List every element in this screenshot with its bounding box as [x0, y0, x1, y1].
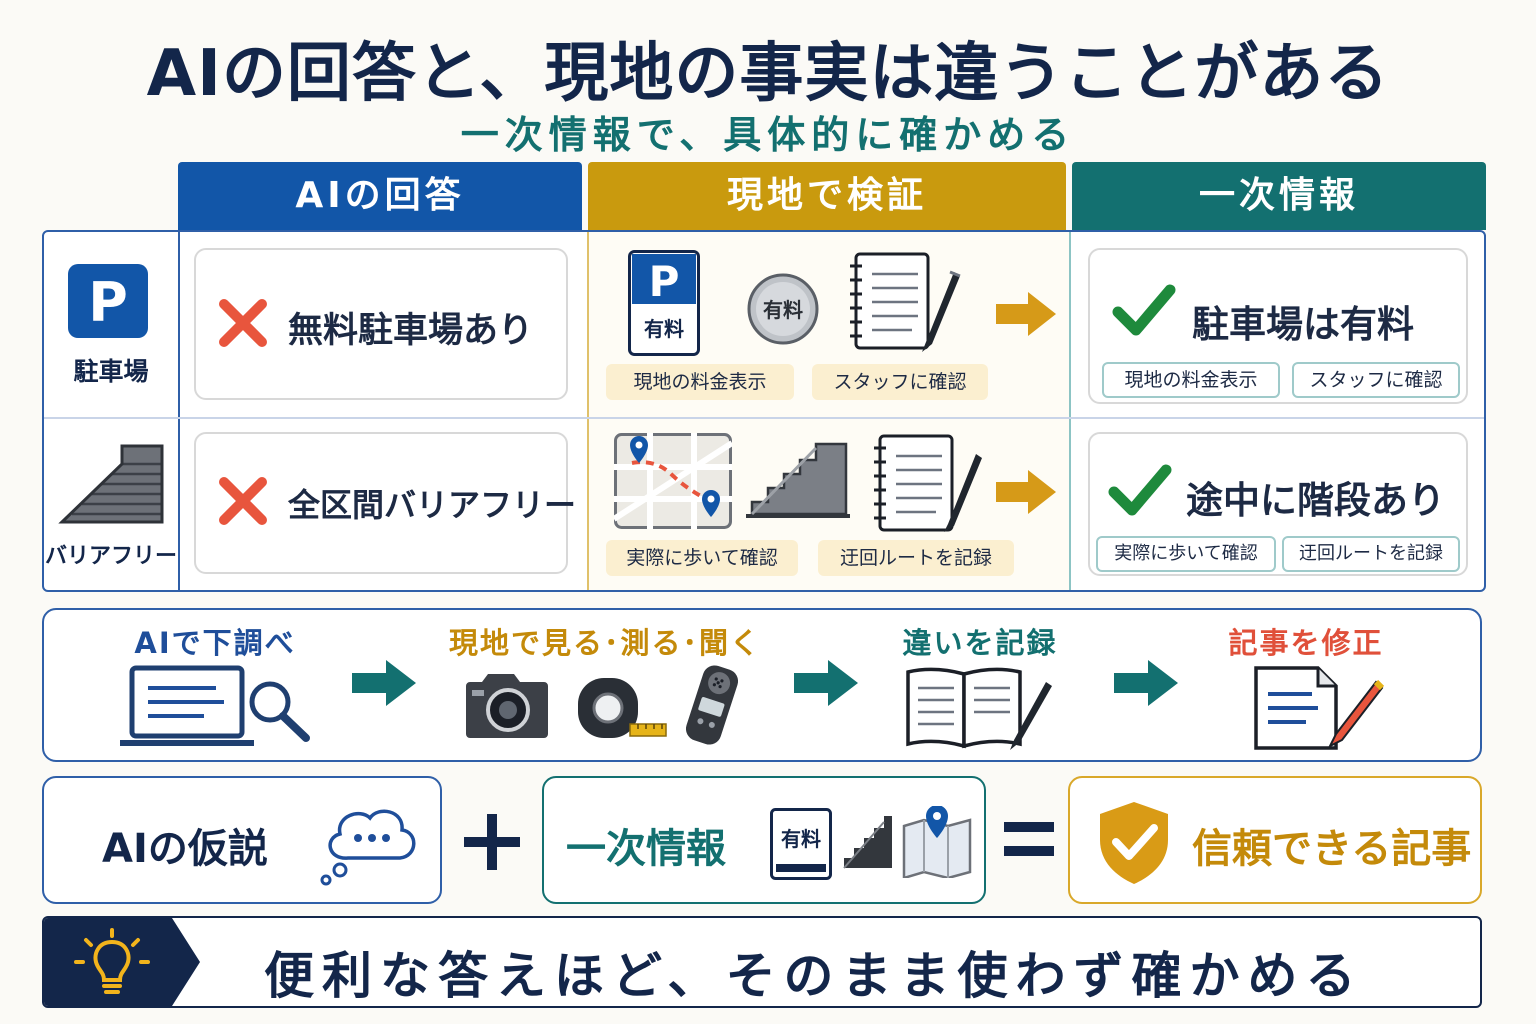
primary-info-text: 一次情報 [566, 826, 726, 872]
arrow-right-icon [352, 660, 416, 706]
fact-card-parking: 駐車場は有料 現地の料金表示 スタッフに確認 [1088, 248, 1468, 404]
fact-chip: 迂回ルートを記録 [1282, 536, 1460, 572]
hypothesis-box: AIの仮説 [42, 776, 442, 904]
arrow-right-icon [1114, 660, 1178, 706]
hypothesis-text: AIの仮説 [102, 826, 268, 872]
shield-check-icon [1096, 800, 1172, 886]
check-icon [1108, 462, 1172, 518]
verify-chip: 現地の料金表示 [606, 364, 794, 400]
stairs-icon [842, 812, 894, 870]
result-text: 信頼できる記事 [1192, 826, 1472, 872]
process-step-label: 記事を修正 [1228, 626, 1384, 660]
result-box: 信頼できる記事 [1068, 776, 1482, 904]
arrow-right-icon [794, 660, 858, 706]
cross-icon [216, 296, 270, 350]
svg-text:有料: 有料 [763, 298, 803, 322]
paid-sign-icon: 有料 [770, 808, 832, 880]
verify-chip: 迂回ルートを記録 [818, 540, 1014, 576]
process-step-label: 違いを記録 [902, 626, 1058, 660]
column-header-ai: AIの回答 [178, 162, 582, 230]
banner-text: 便利な答えほど、そのまま使わず確かめる [264, 947, 1364, 1005]
column-header-primary: 一次情報 [1072, 162, 1486, 230]
tape-measure-icon [576, 674, 668, 744]
row-label-barrier-free: バリアフリー [44, 544, 177, 569]
arrow-right-icon [996, 292, 1056, 336]
verify-chip: スタッフに確認 [812, 364, 988, 400]
svg-text:P: P [88, 271, 128, 334]
svg-text:有料: 有料 [781, 827, 821, 851]
notebook-pen-icon [846, 250, 966, 354]
notebook-pen-icon [870, 432, 988, 534]
map-route-icon [614, 433, 732, 529]
ai-claim-card-barrier-free: 全区間バリアフリー [194, 432, 576, 574]
fact-text: 駐車場は有料 [1192, 303, 1414, 346]
fact-chip: スタッフに確認 [1292, 362, 1460, 398]
thought-bubble-icon [318, 802, 420, 886]
plus-icon [464, 814, 520, 870]
check-icon [1112, 282, 1176, 338]
equals-icon [1002, 818, 1056, 862]
laptop-search-icon [120, 664, 316, 748]
map-pin-icon [902, 806, 972, 878]
ai-claim-text: 無料駐車場あり [288, 311, 534, 351]
fact-card-barrier-free: 途中に階段あり 実際に歩いて確認 迂回ルートを記録 [1088, 432, 1468, 576]
svg-text:P: P [649, 257, 680, 306]
arrow-right-icon [996, 470, 1056, 514]
fact-chip: 現地の料金表示 [1102, 362, 1280, 398]
process-panel [42, 608, 1482, 762]
page-subtitle: 一次情報で、具体的に確かめる [460, 113, 1076, 157]
row-label-parking: 駐車場 [73, 357, 149, 386]
fact-text: 途中に階段あり [1186, 479, 1445, 522]
process-step-label: 現地で見る･測る･聞く [448, 626, 761, 660]
paid-parking-sign-icon: P 有料 [628, 250, 700, 356]
verify-chip: 実際に歩いて確認 [606, 540, 798, 576]
ai-claim-card-parking: 無料駐車場あり [194, 248, 568, 400]
lightbulb-icon [72, 928, 152, 998]
primary-info-box: 一次情報 有料 [542, 776, 986, 904]
paid-coin-icon: 有料 [746, 272, 820, 346]
svg-text:有料: 有料 [644, 317, 684, 341]
open-notebook-pen-icon [904, 664, 1054, 750]
page-title: AIの回答と、現地の事実は違うことがある [146, 37, 1390, 111]
stairs-icon [58, 442, 166, 524]
process-step-label: AIで下調べ [134, 626, 296, 660]
sound-meter-icon [680, 662, 744, 748]
takeaway-banner: 便利な答えほど、そのまま使わず確かめる [42, 916, 1482, 1008]
stairs-icon [746, 436, 850, 522]
banner-tab [44, 918, 204, 1006]
fact-chip: 実際に歩いて確認 [1096, 536, 1276, 572]
camera-icon [464, 668, 550, 740]
parking-icon: P [68, 264, 148, 338]
cross-icon [216, 474, 270, 528]
ai-claim-text: 全区間バリアフリー [288, 486, 577, 524]
document-edit-icon [1252, 664, 1386, 750]
column-header-verify: 現地で検証 [588, 162, 1066, 230]
